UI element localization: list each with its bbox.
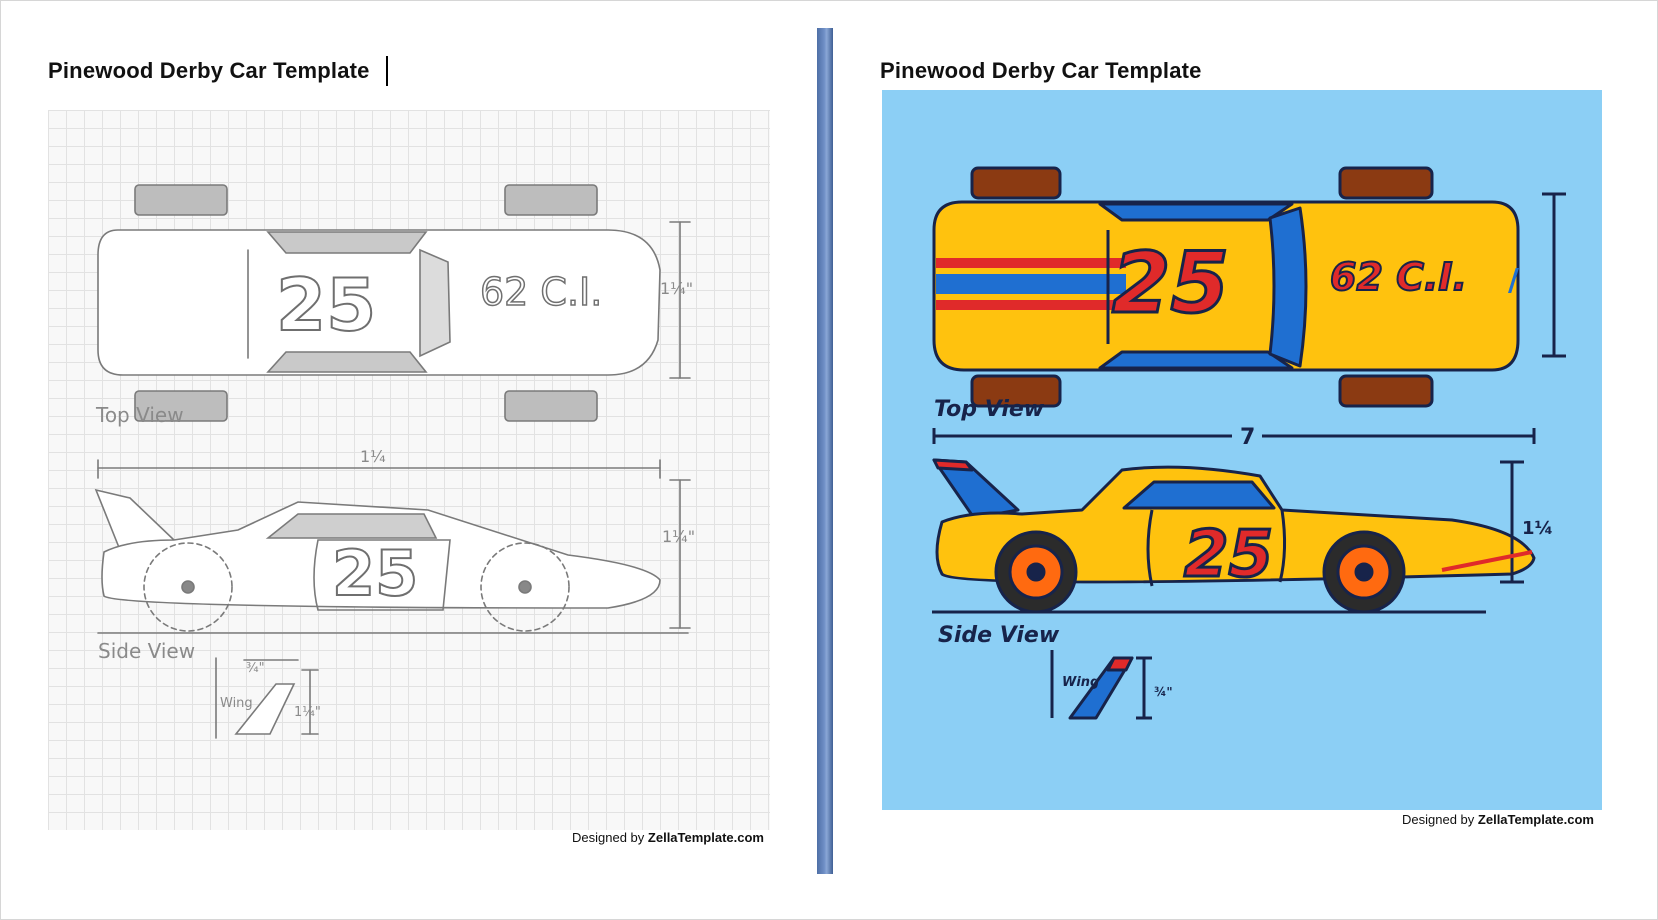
top-view-roof [419,248,451,358]
color-top-height-dim: / [1508,263,1519,298]
color-wheel-rear-right [1338,374,1434,408]
sketch-wing-width-dim: ¾" [246,661,265,676]
color-top-windshield [1098,202,1294,222]
wheel-front-left [134,184,228,216]
color-wheel-front-left [970,166,1062,200]
sketch-wing-label: Wing [220,696,253,711]
page-divider [817,28,833,874]
color-engine-label: 62 C.I. [1330,255,1467,299]
wing-detail-shape [234,683,296,735]
color-stripe-red-2 [936,300,1126,310]
color-side-window [1122,480,1276,510]
right-credit-site: ZellaTemplate.com [1477,812,1594,827]
left-page-title: Pinewood Derby Car Template [48,58,370,83]
sketch-side-view-label: Side View [98,639,195,663]
color-wing-height-dim: ¾" [1154,685,1173,699]
color-top-roof-glass [1268,206,1308,368]
color-side-height-dim: 1¼ [1522,518,1553,539]
color-wheel-rear-left [1338,166,1434,200]
sketch-side-height-dim: 1¼" [662,527,695,546]
top-view-windshield [266,231,428,254]
left-credit: Designed by ZellaTemplate.com [572,830,764,845]
right-page-title: Pinewood Derby Car Template [880,58,1202,83]
top-view-rear-window [266,351,428,373]
text-cursor [386,56,388,86]
top-view-body [97,229,661,376]
color-car-number-side: 25 [1184,518,1273,592]
color-wing-label: Wing [1062,675,1099,690]
sketch-wing-height-dim: 1¼" [294,705,321,720]
left-credit-prefix: Designed by [572,830,645,845]
color-stripe-red-1 [936,258,1126,268]
color-length-dim: 7 [1240,425,1255,450]
side-view-rear-wheel [480,542,570,632]
color-top-view-label: Top View [934,397,1045,422]
side-view-window [265,513,438,539]
color-wheel-front-right [970,374,1062,408]
right-credit-prefix: Designed by [1402,812,1475,827]
left-credit-site: ZellaTemplate.com [647,830,764,845]
color-side-view-label: Side View [938,623,1060,648]
sketch-car-number-side: 25 [332,537,418,610]
sketch-template-image: 25 62 C.I. 1¼" Top View 1¼ 1¼" 25 Side V… [48,110,770,830]
sketch-top-view-label: Top View [95,403,184,427]
color-stripe-blue [936,274,1126,294]
right-credit: Designed by ZellaTemplate.com [1402,812,1594,827]
side-view-body [101,501,661,609]
sketch-side-length-dim: 1¼ [360,447,386,466]
wheel-rear-right [504,390,598,422]
color-template-image: 25 62 C.I. / Top View 7 25 1¼ Side View … [882,90,1602,810]
color-car-number-top: 25 [1112,234,1229,332]
side-view-front-wheel [143,542,233,632]
sketch-engine-label: 62 C.I. [480,270,602,314]
color-top-body [932,200,1520,372]
color-top-rear-window [1098,350,1294,370]
sketch-car-number-top: 25 [276,263,376,347]
wheel-rear-left [504,184,598,216]
sketch-top-height-dim: 1¼" [660,279,693,298]
wheel-front-right [134,390,228,422]
